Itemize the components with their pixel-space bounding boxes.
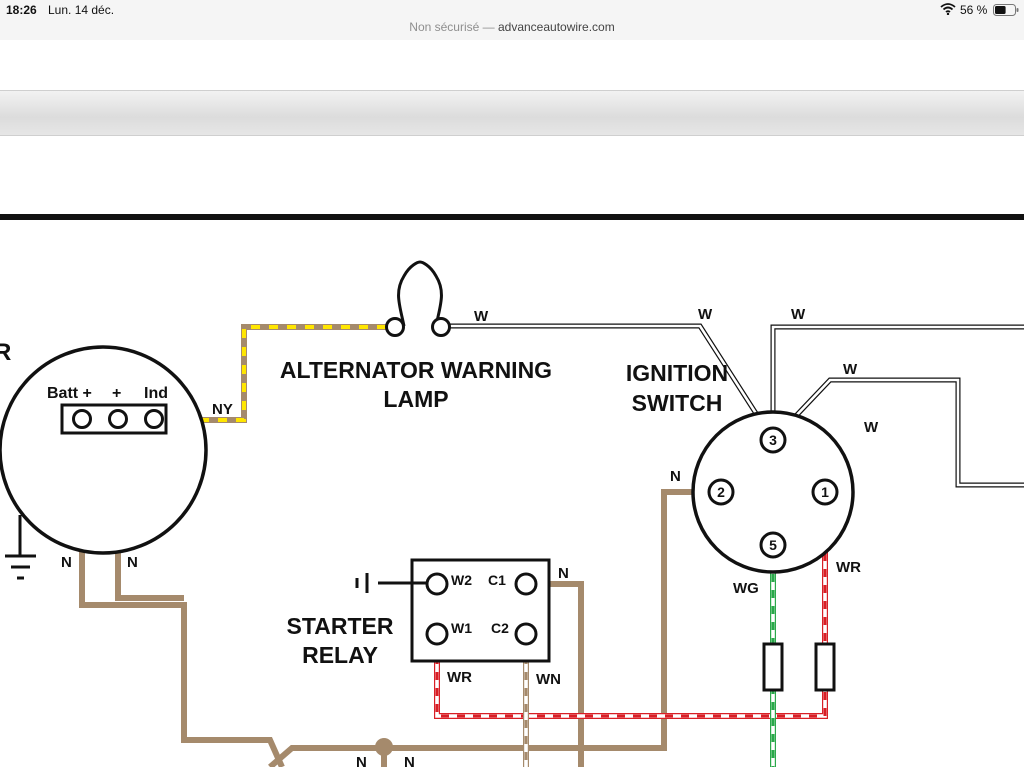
white-wires (446, 323, 1024, 488)
ign-terminal-3-label: 3 (769, 432, 777, 448)
wifi-icon (940, 3, 956, 15)
ignition-title-line1: IGNITION (626, 360, 728, 386)
relay-terminal-w1 (425, 622, 449, 646)
terminal-ind (144, 409, 164, 429)
wire-label-n-bottom-1: N (356, 754, 367, 767)
status-date: Lun. 14 déc. (48, 3, 115, 17)
terminal-plus (108, 409, 128, 429)
relay-label-c1: C1 (488, 572, 506, 588)
wire-label-n-relay: N (558, 565, 569, 582)
page-toolbar-band (0, 90, 1024, 136)
wire-label-wr-ign: WR (836, 559, 861, 576)
wire-label-n-right: N (127, 554, 138, 571)
diagram-top-border (0, 214, 1024, 220)
alternator (0, 345, 208, 580)
wire-label-wr-relay: WR (447, 669, 472, 686)
ny-wire (164, 324, 392, 423)
relay-ground-icon (355, 573, 426, 593)
fuse-wg (762, 642, 784, 692)
terminal-batt-plus (72, 409, 92, 429)
ign-terminal-5-label: 5 (769, 537, 777, 553)
wire-label-ny: NY (212, 401, 233, 418)
relay-title-line2: RELAY (302, 642, 378, 668)
wire-label-n-left: N (61, 554, 72, 571)
battery-icon (993, 4, 1019, 16)
alternator-label-fragment: R (0, 339, 11, 366)
browser-content-top (0, 40, 1024, 90)
ignition-title-line2: SWITCH (632, 390, 723, 416)
ign-terminal-3 (759, 426, 787, 454)
lamp-title-line1: ALTERNATOR WARNING (280, 357, 552, 383)
wire-label-wg: WG (733, 580, 759, 597)
url-host: advanceautowire.com (497, 20, 615, 34)
ign-terminal-1-label: 1 (821, 484, 829, 500)
wire-label-w-b: W (791, 306, 806, 323)
wire-label-w-c: W (843, 361, 858, 378)
relay-terminal-w2 (425, 572, 449, 596)
relay-label-w1: W1 (451, 620, 472, 636)
ignition-switch (691, 410, 855, 574)
wire-label-n-bottom-2: N (404, 754, 415, 767)
starter-relay (355, 558, 551, 663)
bulb-icon (385, 260, 451, 337)
relay-label-c2: C2 (491, 620, 509, 636)
terminal-label-batt: Batt + (47, 385, 92, 402)
security-label: Non sécurisé — (409, 20, 498, 34)
wire-label-w-lamp: W (474, 308, 489, 325)
wire-label-w-a: W (698, 306, 713, 323)
relay-terminal-c2 (514, 622, 538, 646)
lamp-title-line2: LAMP (383, 386, 448, 412)
address-bar[interactable]: Non sécurisé — advanceautowire.com (0, 20, 1024, 34)
wire-label-w-d: W (864, 419, 879, 436)
ground-icon (5, 515, 36, 580)
relay-title-line1: STARTER (287, 613, 394, 639)
clock-time: 18:26 (6, 3, 37, 17)
terminal-label-plus: + (112, 385, 121, 402)
ign-terminal-1 (811, 478, 839, 506)
wire-label-wn: WN (536, 671, 561, 688)
terminal-label-ind: Ind (144, 385, 168, 402)
relay-label-w2: W2 (451, 572, 472, 588)
wire-label-n-ign: N (670, 468, 681, 485)
ign-terminal-5 (759, 531, 787, 559)
ign-terminal-2-label: 2 (717, 484, 725, 500)
fuse-wr (814, 642, 836, 692)
brown-wire-junction (375, 738, 393, 756)
battery-percent: 56 % (960, 3, 988, 17)
relay-terminal-c1 (514, 572, 538, 596)
ign-terminal-2 (707, 478, 735, 506)
